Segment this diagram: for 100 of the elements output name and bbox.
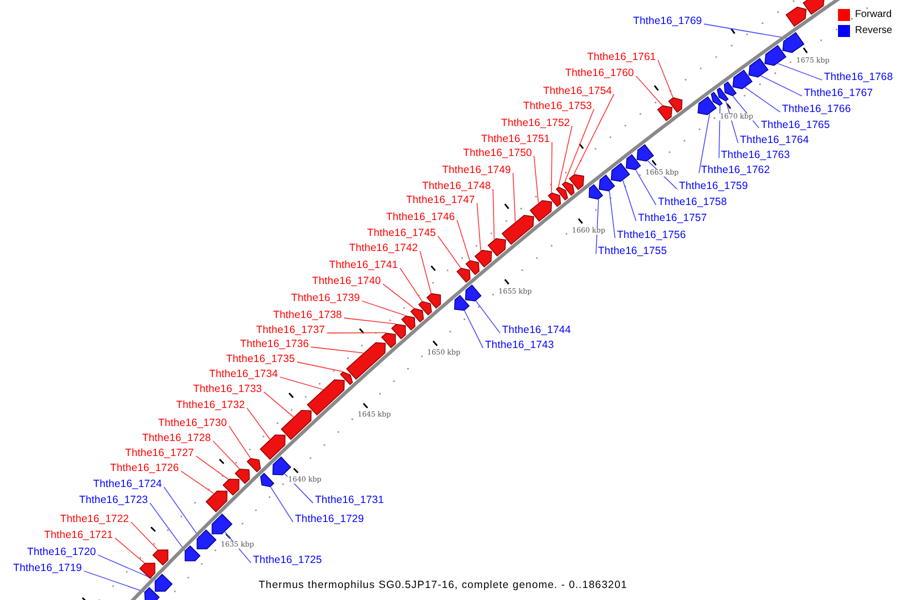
gene-feature [568, 174, 584, 190]
gene-feature [732, 70, 753, 90]
gene-feature [206, 490, 228, 512]
leader-line [296, 362, 344, 372]
gene-label: Ththe16_1755 [598, 246, 667, 256]
gene-label: Ththe16_1768 [824, 72, 893, 82]
leader-line [84, 570, 145, 592]
gene-feature [782, 32, 804, 54]
gene-feature [610, 162, 630, 182]
gene-feature [598, 174, 616, 192]
gene-label: Ththe16_1721 [44, 530, 113, 540]
leader-line [310, 346, 364, 354]
gene-label: Ththe16_1726 [110, 462, 179, 474]
leader-line [438, 236, 462, 268]
leader-line [777, 63, 822, 80]
gene-label: Ththe16_1759 [679, 180, 748, 192]
leader-line [212, 440, 240, 470]
leader-line [114, 538, 145, 564]
gene-label: Ththe16_1765 [761, 120, 830, 130]
gene-feature [556, 186, 568, 201]
gene-label: Ththe16_1757 [638, 212, 707, 224]
gene-feature [786, 6, 807, 27]
legend-label: Forward [855, 10, 892, 20]
leader-line [744, 86, 780, 112]
gene-feature [710, 92, 723, 106]
leader-line [164, 486, 200, 537]
gene-feature [426, 293, 441, 309]
leader-line [464, 310, 484, 348]
gene-feature [401, 315, 416, 330]
leader-line [420, 250, 432, 294]
gene-feature [716, 87, 729, 102]
gene-label: Ththe16_1725 [253, 554, 322, 566]
gene-label: Ththe16_1766 [782, 104, 851, 114]
leader-line [512, 172, 516, 222]
legend-label: Reverse [855, 26, 892, 36]
gene-label: Ththe16_1729 [295, 514, 364, 524]
gene-feature [488, 238, 506, 257]
leader-line [344, 318, 396, 324]
leader-line [196, 456, 229, 480]
gene-label: Ththe16_1740 [312, 276, 381, 286]
gene-feature [410, 308, 424, 323]
gene-feature [154, 574, 173, 592]
gene-label: Ththe16_1722 [60, 514, 129, 524]
gene-feature [280, 410, 312, 440]
gene-label: Ththe16_1733 [193, 384, 262, 394]
gene-feature [212, 514, 232, 534]
gene-label: Ththe16_1767 [804, 88, 873, 98]
gene-label: Ththe16_1734 [209, 368, 278, 380]
gene-label: Ththe16_1760 [565, 68, 634, 78]
gene-feature [764, 44, 786, 66]
gene-feature [234, 468, 250, 484]
gene-feature [144, 587, 160, 600]
leader-line [456, 220, 470, 260]
leader-line [400, 268, 422, 302]
gene-label: Ththe16_1737 [256, 324, 325, 336]
gene-label: Ththe16_1752 [501, 118, 570, 128]
gene-feature [548, 192, 562, 208]
gene-label: Ththe16_1742 [349, 242, 418, 254]
leader-line [564, 108, 594, 182]
gene-label: Ththe16_1735 [226, 354, 295, 364]
gene-feature [636, 144, 654, 162]
leader-line [760, 75, 802, 96]
gene-label: Ththe16_1763 [721, 150, 790, 160]
gene-label: Ththe16_1732 [176, 400, 245, 410]
gene-label: Ththe16_1753 [523, 100, 592, 112]
leader-line [246, 408, 270, 440]
leader-line [264, 392, 294, 418]
gene-feature [657, 105, 672, 122]
gene-label: Ththe16_1761 [587, 52, 656, 62]
gene-feature [139, 562, 156, 579]
gene-label: Ththe16_1745 [367, 228, 436, 238]
gene-feature [626, 154, 642, 170]
gene-label: Ththe16_1723 [79, 494, 148, 506]
gene-label: Ththe16_1739 [291, 292, 360, 304]
leader-line [698, 113, 710, 174]
gene-feature [306, 379, 345, 416]
leader-line [704, 24, 788, 39]
gene-label: Ththe16_1749 [442, 164, 511, 176]
gene-label: Ththe16_1738 [273, 310, 342, 320]
gene-label: Ththe16_1748 [422, 180, 491, 192]
leader-line [550, 142, 552, 193]
gene-feature [246, 458, 261, 472]
leader-line [558, 126, 572, 188]
gene-feature [222, 478, 240, 496]
gene-feature [802, 0, 825, 15]
gene-feature [391, 324, 406, 340]
gene-label: Ththe16_1754 [543, 86, 612, 96]
gene-label: Ththe16_1741 [329, 260, 398, 270]
gene-feature [465, 260, 480, 276]
leader-line [574, 94, 614, 175]
leader-line [622, 180, 636, 222]
gene-label: Ththe16_1727 [125, 448, 194, 458]
gene-label: Ththe16_1746 [386, 212, 455, 222]
leader-line [228, 426, 251, 458]
gene-label: Ththe16_1730 [158, 418, 227, 428]
gene-label: Ththe16_1762 [701, 164, 770, 176]
leader-line [362, 300, 406, 316]
leader-line [150, 502, 186, 551]
gene-feature [260, 434, 286, 460]
gene-label: Ththe16_1743 [485, 340, 554, 350]
